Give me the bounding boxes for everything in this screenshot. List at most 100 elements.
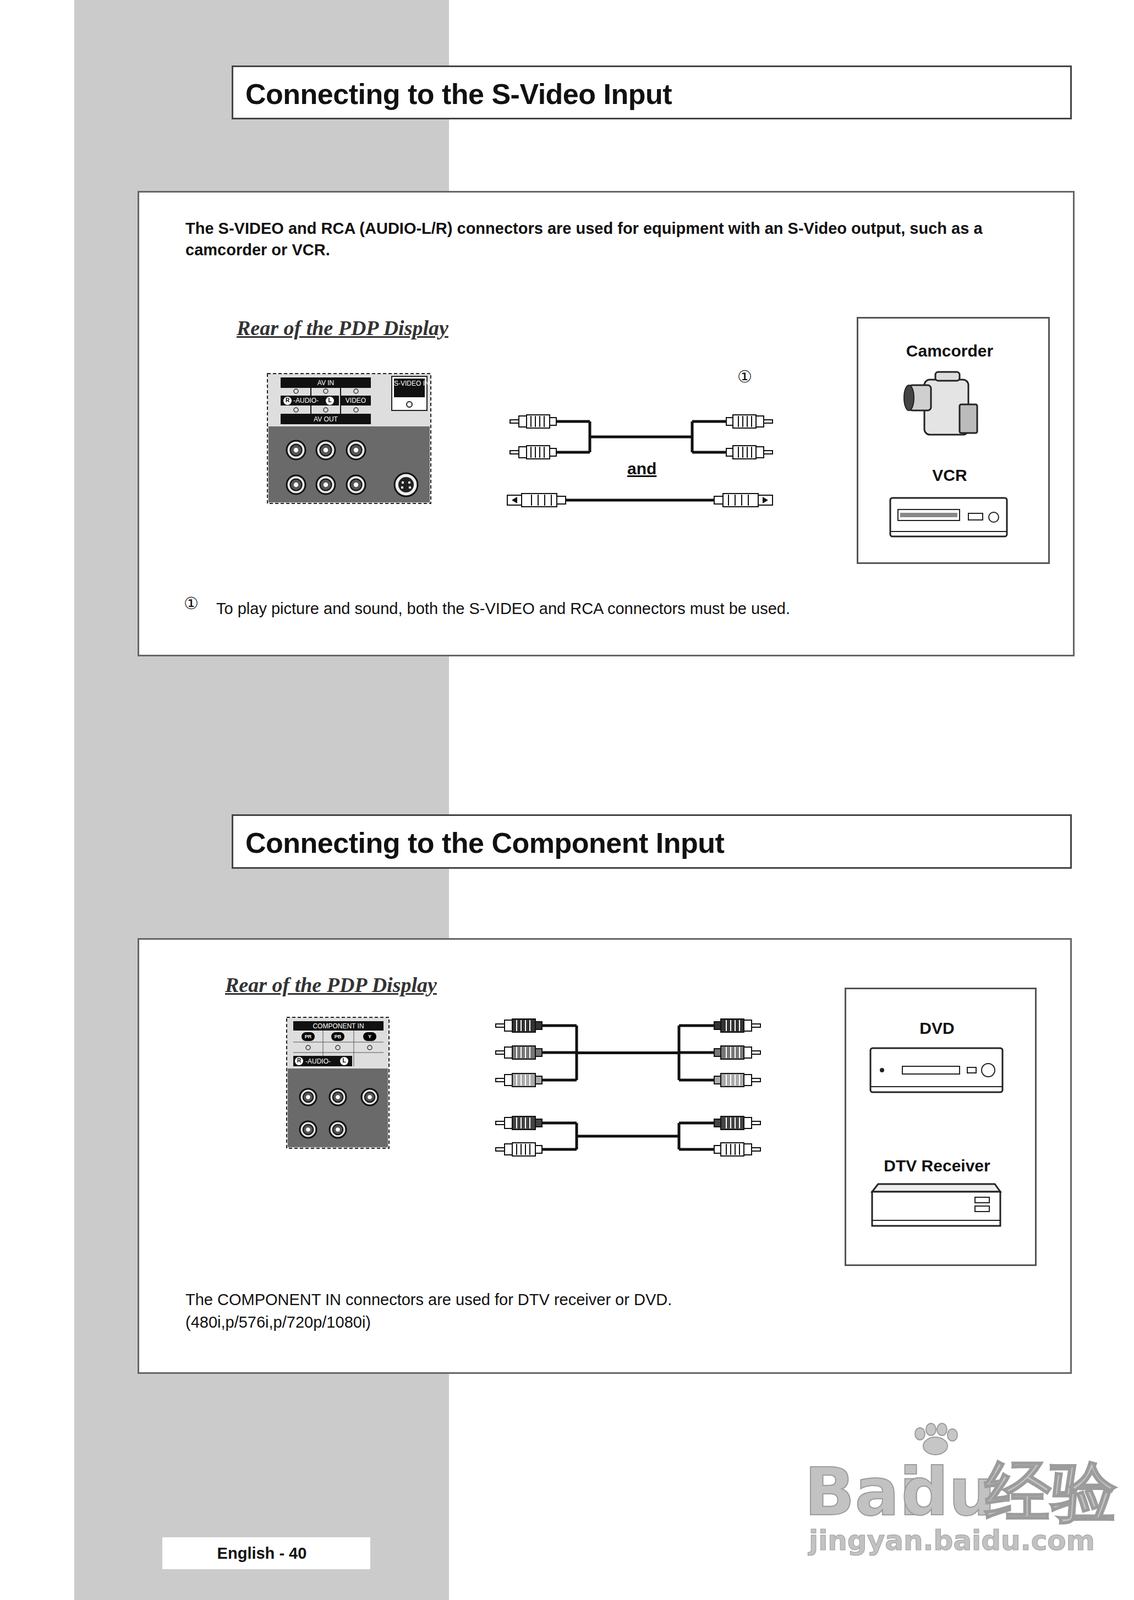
box-ground: [231, 65, 1072, 120]
rca-plug-part: [743, 1020, 752, 1032]
rca-plug-part: [530, 415, 532, 427]
rca-plug-part: [737, 415, 739, 427]
rca-plug-part: [534, 415, 536, 427]
svideo-plug-part: [544, 494, 546, 506]
illustration-part: [137, 65, 1075, 1570]
rca-jack-part: [293, 447, 299, 453]
rca-jack: [286, 440, 306, 460]
rca-plug-part: [516, 1143, 518, 1155]
svideo-jack: [394, 473, 418, 497]
rca-jack-part: [303, 1092, 314, 1103]
rca-plug-part: [720, 1019, 744, 1033]
dtv-receiver-icon: [872, 1184, 1001, 1226]
label-band: [340, 395, 371, 406]
rca-plug-part: [734, 1047, 736, 1059]
rca-plug-part: [549, 448, 557, 457]
panel-label: COMPONENT IN: [293, 1022, 384, 1030]
vcr-icon-part: [890, 497, 1007, 537]
rca-plug: [714, 1045, 761, 1060]
cable: [678, 1148, 715, 1152]
rca-plug-part: [510, 419, 519, 424]
rca-plug-part: [539, 415, 541, 427]
box-ground: [162, 1537, 371, 1570]
title-box: Connecting to the S-Video Input: [231, 65, 1072, 120]
label-band: [293, 1021, 384, 1031]
rca-jack: [329, 1088, 347, 1106]
label-band: [393, 378, 425, 398]
cable: [692, 420, 727, 424]
rca-jack: [299, 1121, 317, 1138]
rca-jack-part: [286, 440, 306, 460]
dvd-icon: [870, 1048, 1003, 1093]
svideo-plug: [714, 493, 773, 507]
grid-line: [293, 1042, 384, 1043]
panel-label: AV OUT: [280, 415, 371, 423]
rca-plug-part: [543, 415, 545, 427]
rca-jack-part: [329, 1088, 347, 1106]
dvd-icon-part: [870, 1086, 1003, 1088]
vcr-icon-part: [900, 512, 958, 518]
rca-plug-part: [751, 1023, 761, 1028]
device-box: DVDDTV Receiver: [844, 987, 1037, 1267]
grid-line: [322, 1030, 324, 1056]
rca-jack-part: [346, 475, 366, 495]
rca-plug-part: [746, 415, 748, 427]
rca-plug-part: [737, 446, 739, 458]
watermark-paw-part: [937, 1423, 947, 1436]
rca-plug: [495, 1116, 542, 1130]
rca-plug-part: [730, 1143, 732, 1155]
rca-plug-part: [725, 1047, 727, 1059]
cable: [576, 1051, 679, 1055]
rca-plug-part: [738, 1047, 741, 1059]
rca-jack: [316, 475, 336, 495]
hole: [353, 389, 359, 394]
cable: [541, 1051, 577, 1055]
box-ground: [137, 938, 1072, 1374]
rca-plug: [726, 445, 773, 459]
dvd-icon-part: [902, 1066, 960, 1075]
camcorder-icon-part: [959, 404, 978, 434]
rca-jack-part: [353, 447, 359, 453]
rca-plug-part: [535, 1145, 542, 1154]
rca-jack-part: [305, 1127, 311, 1132]
rca-jack-part: [346, 440, 366, 460]
rca-plug-part: [512, 1073, 536, 1087]
rca-plug-part: [495, 1121, 505, 1125]
rca-plug-part: [756, 415, 764, 427]
rca-plug-part: [743, 1143, 752, 1155]
rca-plug-part: [730, 1020, 732, 1032]
cable: [565, 499, 715, 502]
svideo-plug-part: [762, 496, 769, 504]
device-name: DTV Receiver: [846, 1156, 1028, 1176]
panel-label: AV IN: [280, 379, 371, 387]
svideo-plug-part: [714, 496, 723, 504]
rca-plug-part: [751, 1147, 761, 1152]
cable: [678, 1121, 715, 1125]
svideo-plug-part: [747, 494, 749, 506]
cable: [678, 1078, 715, 1082]
watermark-paw: [915, 1423, 958, 1455]
cable: [589, 435, 693, 439]
rca-plug-part: [738, 1117, 741, 1129]
rca-jack-part: [332, 1124, 344, 1136]
section-title: Connecting to the S-Video Input: [245, 78, 672, 112]
rca-plug-part: [534, 446, 536, 458]
watermark-paw-part: [923, 1437, 948, 1455]
rca-plug-part: [512, 1116, 536, 1130]
dtv-receiver-icon-part: [872, 1219, 1001, 1221]
watermark: jingyan.baidu.com: [808, 1526, 1095, 1555]
rca-plug-part: [714, 1145, 721, 1154]
rca-plug-part: [742, 446, 744, 458]
rca-plug-part: [734, 1143, 736, 1155]
camcorder-icon-part: [904, 385, 914, 411]
rca-jack-part: [335, 1094, 341, 1100]
rca-plug-part: [504, 1020, 513, 1032]
jack-mark: L: [325, 396, 334, 405]
svideo-jack-part: [398, 477, 414, 493]
hole: [293, 389, 299, 394]
hole: [406, 401, 413, 408]
rca-plug: [510, 445, 557, 459]
watermark-paw-part: [947, 1428, 958, 1442]
rca-jack: [286, 475, 306, 495]
rca-plug-part: [512, 1142, 536, 1157]
